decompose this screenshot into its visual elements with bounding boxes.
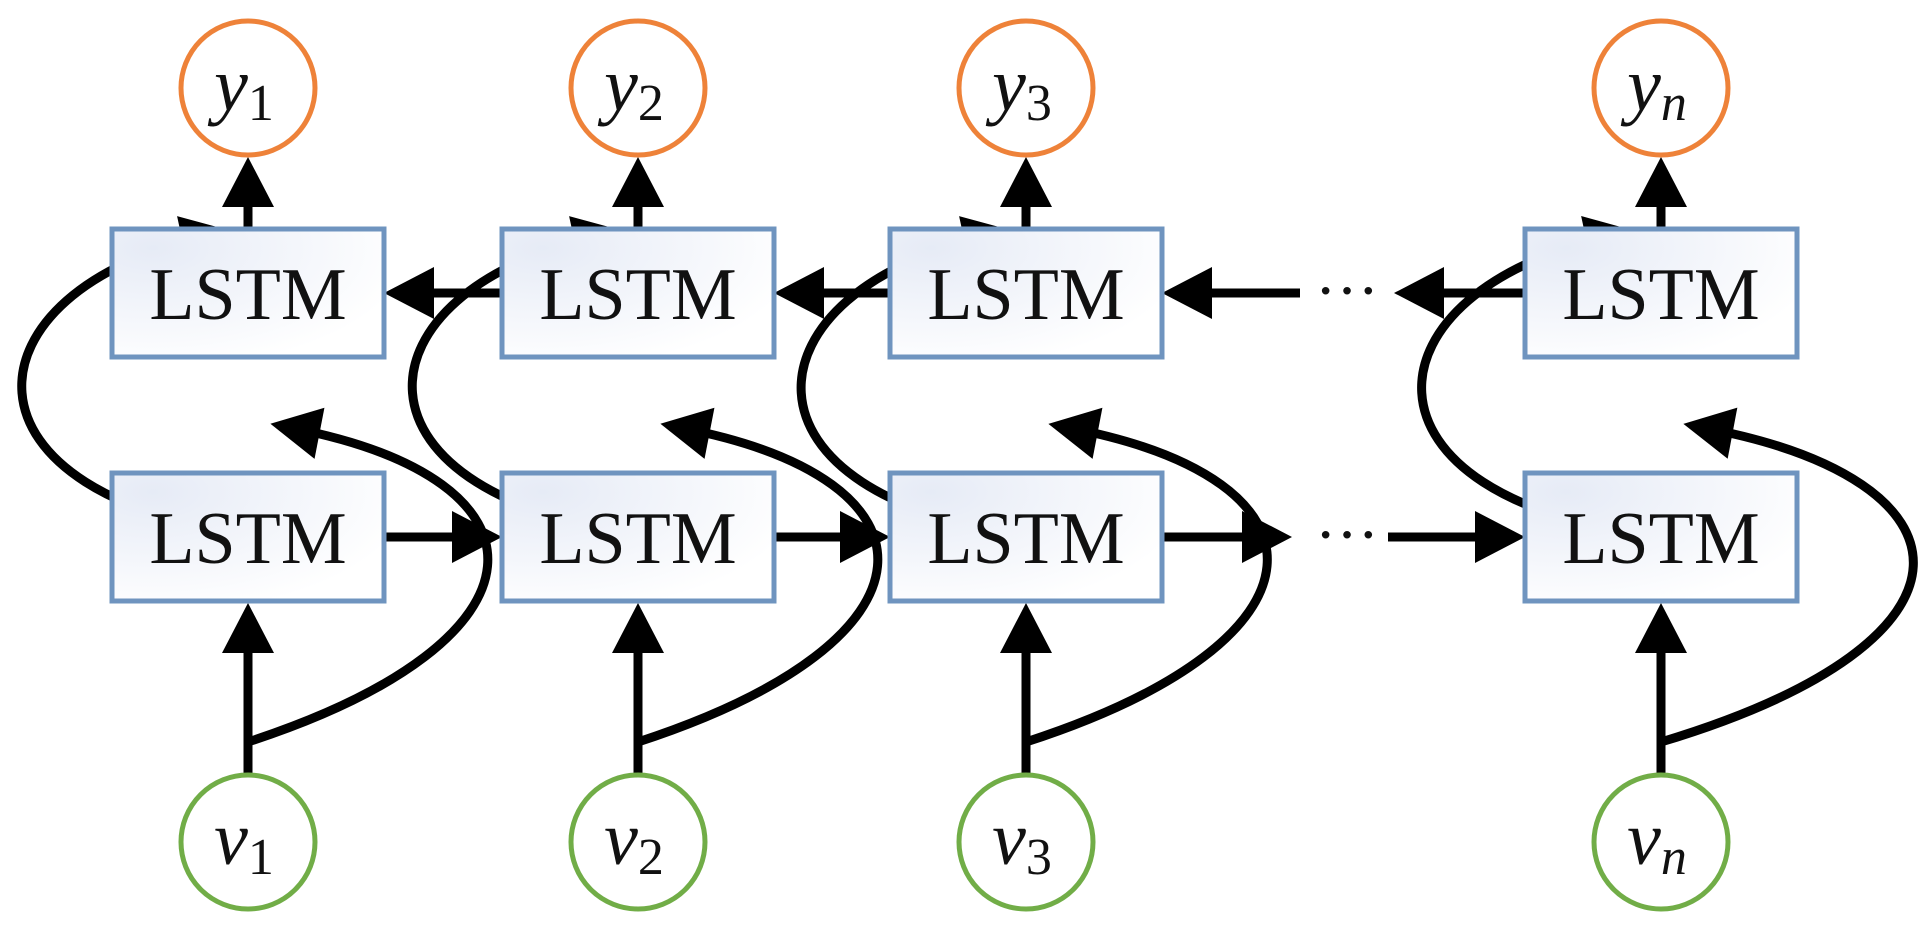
lstm-box-rect — [887, 226, 1165, 360]
output-node-2: y2 — [568, 18, 708, 158]
backward-arrow-head-3 — [1162, 267, 1212, 319]
input-node-1: v1 — [178, 772, 318, 912]
input-to-top-head-3 — [1048, 407, 1103, 459]
output-node-2-circle — [568, 18, 708, 158]
input-to-top-head-4 — [1683, 407, 1738, 459]
forward-lstm-cell-2: LSTM — [499, 470, 777, 604]
forward-arrow-head-2 — [840, 511, 890, 563]
input-arrow-head-1 — [222, 603, 274, 653]
lstm-label: LSTM — [539, 254, 736, 336]
input-node-1-label: v1 — [214, 797, 274, 886]
input-node-3-label: v3 — [992, 797, 1052, 886]
forward-lstm-cell-4: LSTM — [1522, 470, 1800, 604]
top-ellipsis: ··· — [1315, 255, 1379, 326]
output-node-3: y3 — [956, 18, 1096, 158]
input-node-3: v3 — [956, 772, 1096, 912]
input-to-top-curve-1 — [246, 423, 493, 747]
lstm-label: LSTM — [1562, 254, 1759, 336]
lstm-label: LSTM — [927, 254, 1124, 336]
output-node-2-label: y2 — [597, 43, 664, 132]
input-node-2-circle — [568, 772, 708, 912]
forward-arrow-head-1 — [452, 511, 502, 563]
lstm-label: LSTM — [927, 498, 1124, 580]
lstm-box-rect — [1522, 470, 1800, 604]
output-node-3-label: y3 — [985, 43, 1052, 132]
input-node-4-label: vn — [1627, 797, 1687, 886]
input-to-top-curve-3 — [1024, 423, 1272, 747]
lstm-label: LSTM — [1562, 498, 1759, 580]
input-to-top-curve-4 — [1659, 423, 1918, 747]
input-node-2: v2 — [568, 772, 708, 912]
output-node-3-circle — [956, 18, 1096, 158]
input-to-top-curve-2 — [636, 423, 883, 747]
lstm-label: LSTM — [149, 254, 346, 336]
output-arrow-head-4 — [1635, 157, 1687, 207]
backward-lstm-cell-3: LSTM — [887, 226, 1165, 360]
backward-arrow-head-4 — [1394, 267, 1444, 319]
lstm-box-rect — [499, 226, 777, 360]
input-to-top-head-2 — [660, 407, 715, 459]
lstm-box-rect — [109, 470, 387, 604]
lstm-label: LSTM — [149, 498, 346, 580]
output-arrow-head-2 — [612, 157, 664, 207]
nodes-layer: y1 v1 y2 v2 y3 v3 yn vn — [178, 18, 1731, 912]
input-node-3-circle — [956, 772, 1096, 912]
lstm-box-rect — [887, 470, 1165, 604]
output-node-1-circle — [178, 18, 318, 158]
output-node-4-circle — [1591, 18, 1731, 158]
input-to-top-head-1 — [270, 407, 325, 459]
output-node-1: y1 — [178, 18, 318, 158]
output-arrow-head-1 — [222, 157, 274, 207]
backward-lstm-cell-2: LSTM — [499, 226, 777, 360]
input-arrow-head-2 — [612, 603, 664, 653]
backward-arrow-head-1 — [384, 267, 434, 319]
input-node-2-label: v2 — [604, 797, 664, 886]
forward-lstm-cell-1: LSTM — [109, 470, 387, 604]
lstm-box-rect — [109, 226, 387, 360]
forward-lstm-cell-3: LSTM — [887, 470, 1165, 604]
input-node-1-circle — [178, 772, 318, 912]
input-node-4: vn — [1591, 772, 1731, 912]
input-node-4-circle — [1591, 772, 1731, 912]
output-arrow-head-3 — [1000, 157, 1052, 207]
backward-lstm-cell-4: LSTM — [1522, 226, 1800, 360]
forward-arrow-head-4 — [1475, 511, 1525, 563]
ellipsis-layer: ··· ··· — [1315, 255, 1379, 570]
bottom-ellipsis: ··· — [1315, 499, 1379, 570]
output-node-4: yn — [1591, 18, 1731, 158]
lstm-label: LSTM — [539, 498, 736, 580]
lstm-boxes-layer: LSTM LSTM LSTM LSTM LSTM LSTM LSTM LSTM — [109, 226, 1800, 604]
backward-arrow-head-2 — [774, 267, 824, 319]
input-arrow-head-3 — [1000, 603, 1052, 653]
lstm-box-rect — [499, 470, 777, 604]
output-node-1-label: y1 — [207, 43, 274, 132]
lstm-box-rect — [1522, 226, 1800, 360]
backward-lstm-cell-1: LSTM — [109, 226, 387, 360]
input-arrow-head-4 — [1635, 603, 1687, 653]
output-node-4-label: yn — [1620, 43, 1687, 132]
